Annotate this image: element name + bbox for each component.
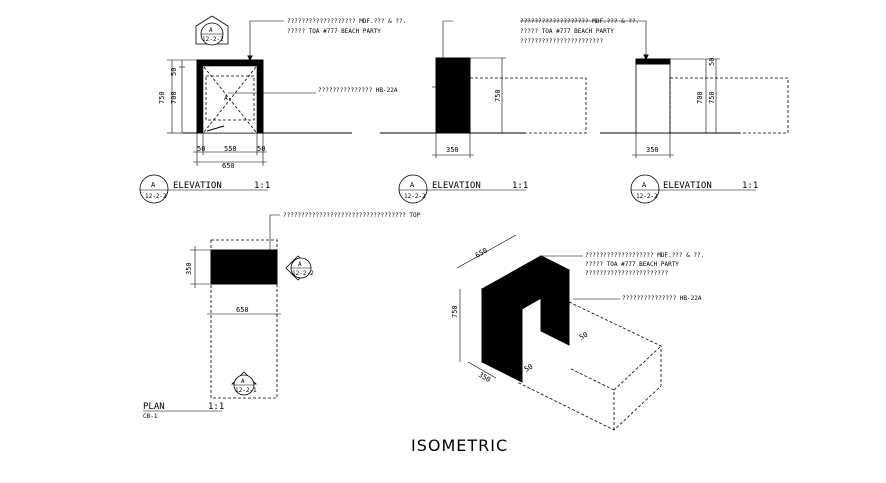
dim-50-3: 50 bbox=[708, 58, 716, 66]
iso-dim-line-650 bbox=[456, 234, 517, 269]
title-elevation-1: ELEVATION bbox=[173, 181, 222, 191]
iso-ghost-edge-2 bbox=[613, 345, 662, 391]
iso-dim-350: 350 bbox=[477, 371, 492, 384]
iso-note-mdf-1: ??????????????????? MDF.??? & ??. bbox=[585, 252, 704, 259]
title-scale-2: 1:1 bbox=[512, 181, 528, 191]
dim-50-right: 50 bbox=[257, 145, 265, 153]
title-bubble-2 bbox=[398, 174, 428, 204]
leader-mdf-3 bbox=[520, 20, 647, 59]
plan-dim-650: 650 bbox=[236, 306, 249, 314]
title-bubble bbox=[139, 174, 169, 204]
plan-bubble-letter-2: A bbox=[241, 378, 245, 385]
iso-dim-750: 750 bbox=[451, 305, 459, 318]
dim-350-3: 350 bbox=[646, 146, 659, 154]
plan-bubble-code-2: 12-2-1 bbox=[235, 387, 257, 394]
title-bubble-letter-2: A bbox=[410, 181, 415, 189]
bubble-letter: A bbox=[209, 27, 213, 34]
iso-ghost-outline bbox=[516, 301, 662, 431]
side-panel bbox=[435, 57, 471, 134]
right-panel bbox=[635, 58, 671, 134]
note-mdf-3b: ????? TOA #777 BEACH PARTY bbox=[520, 28, 614, 35]
leader-mdf-2 bbox=[442, 20, 453, 58]
title-scale-1: 1:1 bbox=[254, 181, 270, 191]
dim-50-left: 50 bbox=[197, 145, 205, 153]
right-panel-top bbox=[635, 58, 671, 65]
leader-mdf bbox=[249, 20, 284, 60]
iso-left-leg bbox=[481, 288, 511, 377]
plan-bubble-code: 12-2-2 bbox=[292, 270, 314, 277]
title-plan: PLAN bbox=[143, 402, 165, 412]
iso-dim-650: 650 bbox=[474, 246, 489, 259]
title-bubble-letter-3: A bbox=[642, 181, 647, 189]
dim-350-2: 350 bbox=[446, 146, 459, 154]
title-bubble-code-3: 12-2-2 bbox=[636, 193, 658, 200]
title-plan-code: CB-1 bbox=[143, 413, 158, 420]
dim-700-3: 700 bbox=[696, 91, 704, 104]
dim-750-3: 750 bbox=[708, 91, 716, 104]
note-mdf-3c: ??????????????????????? bbox=[520, 38, 603, 45]
title-plan-scale: 1:1 bbox=[208, 402, 224, 412]
note-mdf-3a: ??????????????????? MDF.??? & ??. bbox=[520, 18, 639, 25]
leader-arrow-3 bbox=[643, 54, 649, 61]
iso-dim-50-a: 50 bbox=[523, 363, 534, 374]
front-elevation: A 750 700 50 50 550 50 650 A 12-2-2 ????… bbox=[139, 15, 406, 204]
dim-650: 650 bbox=[222, 162, 235, 170]
title-scale-3: 1:1 bbox=[742, 181, 758, 191]
dim-750: 750 bbox=[158, 91, 166, 104]
right-elevation: ??????????????????? MDF.??? & ??. ????? … bbox=[520, 18, 789, 204]
iso-dim-50-b: 50 bbox=[578, 331, 589, 342]
plan-dash-outline bbox=[210, 239, 278, 399]
note-mdf-1: ??????????????????? MDF.??? & ??. bbox=[287, 18, 406, 25]
center-mark: A bbox=[224, 95, 228, 102]
plan-view: 350 650 ????????????????????????????????… bbox=[143, 212, 421, 420]
title-isometric: ISOMETRIC bbox=[411, 436, 508, 455]
ghost-box-2 bbox=[469, 77, 587, 134]
plan-panel bbox=[210, 249, 278, 285]
iso-note-mdf-2: ????? TOA #777 BEACH PARTY bbox=[585, 261, 679, 268]
title-bubble-code: 12-2-2 bbox=[145, 193, 167, 200]
iso-ghost-edge-3 bbox=[568, 367, 615, 391]
dim-550: 550 bbox=[224, 145, 237, 153]
dim-750-2: 750 bbox=[494, 89, 502, 102]
iso-dim-line-350 bbox=[467, 361, 497, 379]
base-angle bbox=[206, 125, 225, 132]
diag-b bbox=[203, 66, 257, 133]
title-bubble-letter: A bbox=[151, 181, 156, 189]
plan-dim-350: 350 bbox=[185, 262, 193, 275]
title-elevation-2: ELEVATION bbox=[432, 181, 481, 191]
title-bubble-code-2: 12-2-2 bbox=[404, 193, 426, 200]
note-hb: ??????????????? HB-22A bbox=[318, 87, 398, 94]
note-top: ?????????????????????????????????? TOP bbox=[283, 212, 421, 219]
iso-note-hb: ??????????????? HB-22A bbox=[622, 295, 702, 302]
isometric-view: 650 750 350 50 50 ??????????????????? MD… bbox=[411, 234, 704, 455]
iso-front-face bbox=[509, 269, 570, 383]
ghost-box-3 bbox=[669, 77, 789, 134]
plan-bubble-letter: A bbox=[298, 261, 302, 268]
bubble-code: 12-2-2 bbox=[202, 36, 224, 43]
iso-note-mdf-3: ??????????????????????? bbox=[585, 270, 668, 277]
dim-50: 50 bbox=[170, 68, 178, 76]
title-elevation-3: ELEVATION bbox=[663, 181, 712, 191]
note-mdf-2: ????? TOA #777 BEACH PARTY bbox=[287, 28, 381, 35]
side-elevation: 750 350 A 12-2-2 ELEVATION 1:1 bbox=[380, 20, 587, 204]
inner-dash-rect bbox=[205, 75, 255, 121]
dim-700: 700 bbox=[170, 91, 178, 104]
leader-top bbox=[269, 214, 280, 250]
leader-arrow bbox=[247, 55, 253, 62]
title-bubble-3 bbox=[630, 174, 660, 204]
